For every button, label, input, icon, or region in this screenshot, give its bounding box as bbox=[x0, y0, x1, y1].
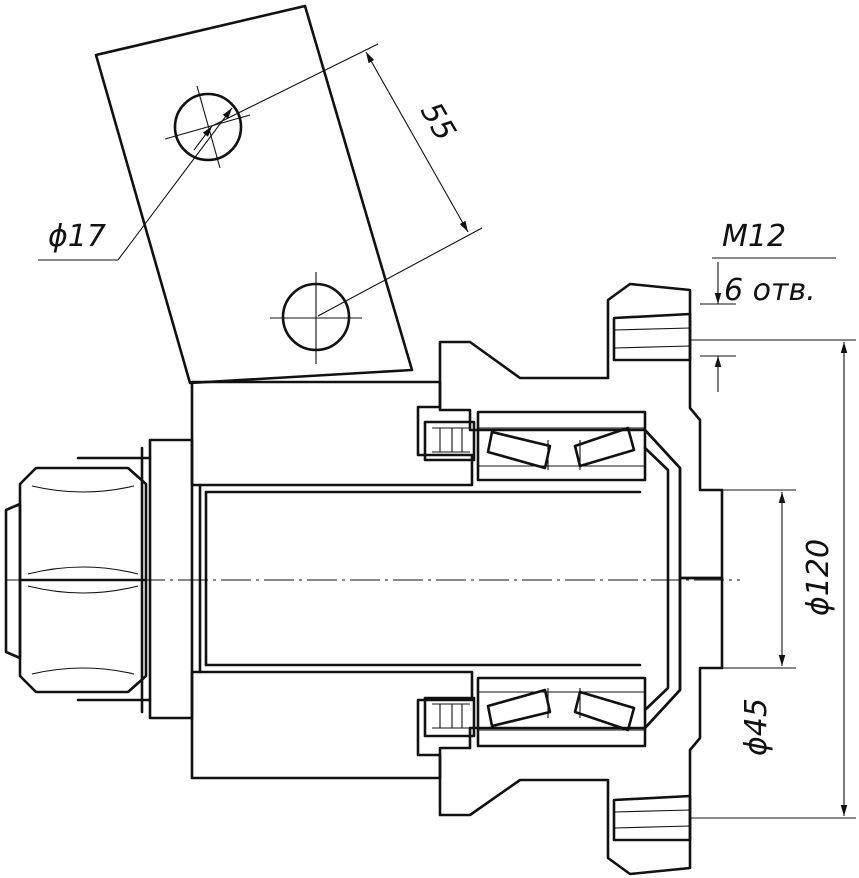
hex-nut bbox=[4, 466, 148, 694]
tapered-bearing-lower bbox=[476, 676, 647, 748]
tapered-bearing-upper bbox=[476, 410, 647, 482]
oil-seal-lower bbox=[423, 696, 476, 738]
hub-body bbox=[438, 282, 724, 876]
thread-size-label: M12 bbox=[722, 219, 786, 254]
hole-spacing-dimension bbox=[211, 43, 483, 317]
hole-diameter-dimension bbox=[38, 107, 233, 261]
upper-hole bbox=[173, 92, 243, 162]
bore-diameter-label: ϕ45 bbox=[739, 698, 774, 756]
flange-diameter-label: ϕ120 bbox=[801, 539, 836, 616]
hole-diameter-label: ϕ17 bbox=[48, 219, 106, 254]
mounting-bracket bbox=[94, 4, 414, 385]
stem-housing bbox=[190, 380, 642, 780]
thread-dimension bbox=[700, 257, 836, 392]
hole-spacing-label: 55 bbox=[413, 97, 462, 148]
flange-diameter-dimension bbox=[690, 339, 856, 819]
thread-count-label: 6 отв. bbox=[724, 273, 816, 308]
bore-diameter-dimension bbox=[722, 489, 796, 669]
oil-seal-upper bbox=[423, 420, 476, 462]
